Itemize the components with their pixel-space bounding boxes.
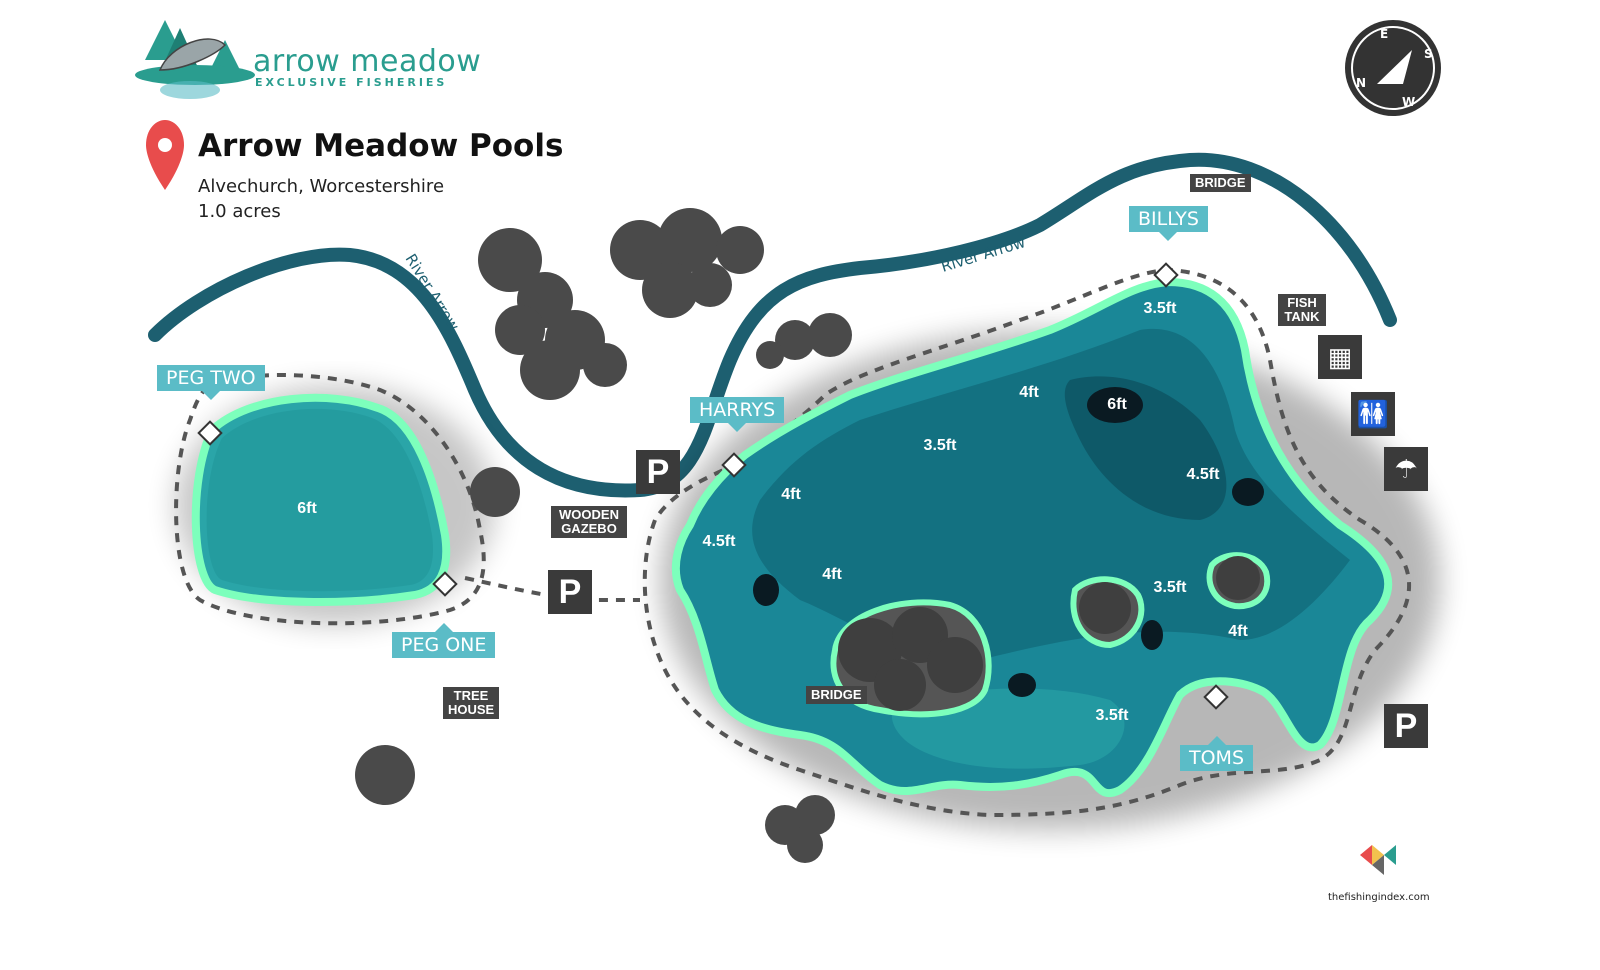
bridge-label-top: BRIDGE [1190,174,1251,192]
venue-location: Alvechurch, Worcestershire [198,176,445,197]
peg-marker-peg-one[interactable] [432,571,458,597]
parking-icon: P [1384,704,1428,748]
depth-label: 4ft [1228,623,1248,640]
compass-letter-s: S [1424,47,1433,61]
depth-label: 4ft [822,566,842,583]
location-pin-icon [146,120,184,190]
island-trees [838,556,1260,711]
tree-house-label-line: HOUSE [448,702,495,717]
main-lake-deep-area [752,328,1350,660]
shower-icon: ☂ [1384,447,1428,491]
deep-hole [1008,673,1036,697]
depth-label: 4.5ft [702,533,736,550]
bridge-label-island: BRIDGE [806,686,867,704]
brand-tagline: EXCLUSIVE FISHERIES [255,76,448,89]
deep-hole [1141,620,1163,650]
depth-label: 4.5ft [1186,466,1220,483]
tree [355,745,415,805]
peg-label-peg-two[interactable]: PEG TWO [157,365,265,400]
compass-needle-icon [1377,50,1412,84]
building-icon: ▦ [1318,335,1362,379]
river-label: River Arrow [402,251,463,334]
fish-tank-label-line: FISH [1287,295,1317,310]
fish-tank-label-line: TANK [1284,309,1320,324]
peg-marker-billys[interactable] [1153,262,1179,288]
peg-marker-harrys[interactable] [721,452,747,478]
tree-house-label: TREE HOUSE [443,687,499,719]
deep-hole [1232,478,1264,506]
deep-hole [1087,387,1143,423]
fish-tank-label: FISH TANK [1278,294,1326,326]
footpath-small-pool [174,373,486,626]
peg-marker-toms[interactable] [1203,684,1229,710]
peg-label-harrys[interactable]: HARRYS [690,397,785,432]
footpath-main-lake [642,267,1411,818]
depth-label: 3.5ft [923,437,957,454]
depth-label: 3.5ft [1143,300,1177,317]
depth-label: 6ft [1107,396,1127,413]
wooden-gazebo-label-line: WOODEN [559,507,619,522]
river-arrow [148,152,1397,498]
tree-cluster [756,313,852,369]
peg-marker-peg-two[interactable] [197,420,223,446]
compass-letter-e: E [1380,27,1388,41]
tree-cluster [765,795,835,863]
venue-area: 1.0 acres [198,201,281,222]
footpath-connector [464,576,640,602]
wooden-gazebo-label: WOODEN GAZEBO [551,506,627,538]
tree [470,467,520,517]
parking-icon: P [548,570,592,614]
watermark-text: thefishingindex.com [1328,892,1430,903]
wooden-gazebo-label-line: GAZEBO [561,521,617,536]
peg-label-peg-one[interactable]: PEG ONE [392,623,496,658]
compass: E S N W [1345,20,1441,116]
depth-label: 3.5ft [1153,579,1187,596]
watermark-badge [1336,816,1420,900]
compass-letter-n: N [1356,76,1366,90]
tree-cluster [610,208,764,318]
peg-label-billys[interactable]: BILLYS [1129,206,1208,241]
depth-label: 4ft [1019,384,1039,401]
depth-label: 4ft [781,486,801,503]
toilets-icon: 🚻 [1351,392,1395,436]
depth-label: 6ft [297,500,317,517]
depth-label: 3.5ft [1095,707,1129,724]
parking-icon: P [636,450,680,494]
brand-logo [135,20,255,99]
deep-hole [753,574,779,606]
peg-label-toms[interactable]: TOMS [1180,736,1254,771]
compass-letter-w: W [1402,95,1415,109]
small-pool-deep-area [206,408,434,592]
tree-house-label-line: TREE [453,688,489,703]
venue-title: Arrow Meadow Pools [198,128,564,164]
tree-cluster [478,228,627,400]
brand-name: arrow meadow [253,44,482,79]
